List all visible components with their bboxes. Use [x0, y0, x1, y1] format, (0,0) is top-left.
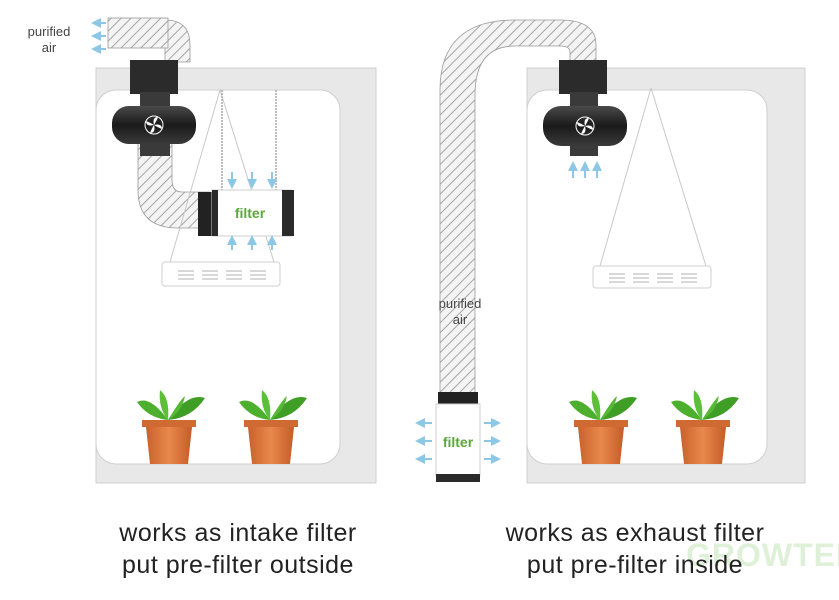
right-caption-line-1: works as exhaust filter	[505, 519, 765, 547]
right-purified-label-1: purified	[439, 296, 482, 311]
left-purified-label-1: purified	[28, 24, 71, 39]
left-filter-label: filter	[235, 205, 266, 221]
left-purified-label-2: air	[42, 40, 57, 55]
left-filter-arrows	[227, 172, 277, 250]
right-plant-1	[569, 390, 637, 464]
right-filter-label: filter	[443, 434, 474, 450]
plant-icon	[671, 390, 739, 420]
plant-icon	[239, 390, 307, 420]
right-caption: works as exhaust filter put pre-filter i…	[455, 517, 815, 581]
right-filter-arrows	[415, 418, 501, 464]
grow-light-icon	[609, 273, 697, 283]
left-caption-line-1: works as intake filter	[119, 519, 357, 547]
watermark-logo: GROWTEK	[686, 537, 839, 573]
left-fan	[112, 60, 196, 156]
right-plant-2	[671, 390, 739, 464]
right-fan-arrows	[568, 161, 602, 178]
left-filter	[198, 189, 294, 237]
fan-icon	[575, 116, 595, 136]
right-grow-light	[592, 87, 712, 289]
plant-icon	[569, 390, 637, 420]
fan-icon	[144, 115, 164, 135]
grow-light-icon	[178, 270, 266, 280]
left-caption: works as intake filter put pre-filter ou…	[58, 517, 418, 581]
plant-icon	[137, 390, 205, 420]
right-purified-label-2: air	[453, 312, 468, 327]
left-plant-2	[239, 390, 307, 464]
left-duct	[107, 17, 211, 229]
right-filter	[435, 392, 481, 482]
left-caption-line-2: put pre-filter outside	[122, 551, 354, 579]
left-outflow-arrows	[91, 18, 106, 54]
right-fan	[543, 60, 627, 156]
right-duct	[439, 19, 597, 396]
left-plant-1	[137, 390, 205, 464]
right-caption-line-2: put pre-filter inside	[526, 551, 744, 579]
